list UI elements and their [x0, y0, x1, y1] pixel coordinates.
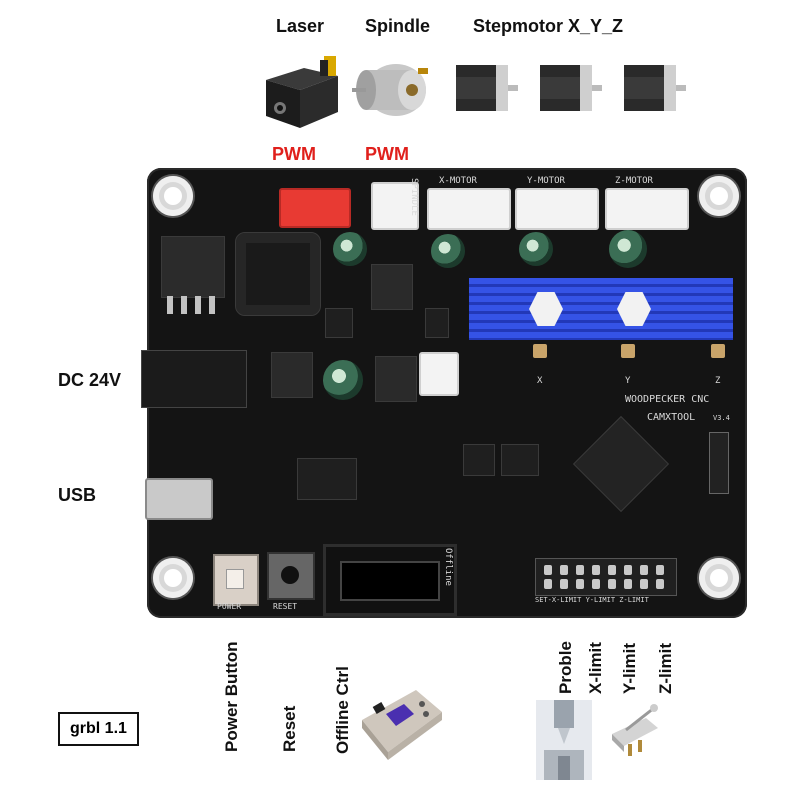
x-limit-label: X-limit [586, 642, 605, 694]
probe-icon [536, 700, 592, 780]
x-motor-connector[interactable] [427, 188, 511, 230]
z-motor-connector[interactable] [605, 188, 689, 230]
spindle-silk: SPINDLE [409, 178, 419, 216]
spindle-motor-icon [352, 64, 428, 116]
ic [501, 444, 539, 476]
trimmer-x[interactable] [533, 344, 547, 358]
mounting-hole [153, 558, 193, 598]
y-motor-connector[interactable] [515, 188, 599, 230]
fan-connector[interactable] [419, 352, 459, 396]
trimmer-y[interactable] [621, 344, 635, 358]
capacitor [323, 360, 363, 400]
pwm-laser-label: PWM [272, 144, 316, 164]
limit-pin-header[interactable] [535, 558, 677, 596]
mounting-hole [153, 176, 193, 216]
capacitor [609, 230, 647, 268]
x-motor-silk: X-MOTOR [439, 176, 477, 186]
offline-ctrl-label: Offline Ctrl [333, 666, 352, 754]
offline-header[interactable] [323, 544, 457, 616]
mosfet [375, 356, 417, 402]
grbl-badge: grbl 1.1 [58, 712, 139, 746]
offline-controller-icon [362, 690, 442, 760]
usb-serial-ic [297, 458, 357, 500]
capacitor [333, 232, 367, 266]
laser-module-icon [266, 56, 338, 128]
right-header[interactable] [709, 432, 729, 494]
axis-z-silk: Z [715, 376, 721, 386]
limit-silk: SET-X-LIMIT Y-LIMIT Z-LIMIT [535, 596, 649, 604]
mosfet [371, 264, 413, 310]
power-silk: POWER [217, 602, 242, 611]
laser-label: Laser [276, 16, 325, 36]
brand-line1: WOODPECKER CNC [625, 394, 710, 405]
y-motor-silk: Y-MOTOR [527, 176, 565, 186]
z-limit-label: Z-limit [656, 643, 675, 694]
regulator-chip [161, 236, 225, 298]
z-motor-silk: Z-MOTOR [615, 176, 653, 186]
stepper-motor-icon [624, 65, 686, 111]
stepper-motor-icon [540, 65, 602, 111]
trimmer-z[interactable] [711, 344, 725, 358]
axis-y-silk: Y [625, 376, 631, 386]
dc-jack[interactable] [141, 350, 247, 408]
reset-silk: RESET [273, 602, 298, 611]
stepper-motor-icon [456, 65, 518, 111]
offline-silk: Offline [443, 548, 453, 586]
controller-board: SPINDLE X-MOTOR Y-MOTOR Z-MOTOR X Y Z WO… [141, 168, 747, 618]
brand-line2: CAMXTOOL [647, 412, 696, 423]
diode [325, 308, 353, 338]
pwm-spindle-label: PWM [365, 144, 409, 164]
spindle-connector[interactable] [371, 182, 419, 230]
reset-button[interactable] [267, 552, 315, 600]
y-limit-label: Y-limit [620, 642, 639, 694]
probe-label: Proble [556, 641, 575, 694]
capacitor [431, 234, 465, 268]
inductor [235, 232, 321, 316]
heatsink [469, 278, 733, 340]
power-button[interactable] [213, 554, 259, 606]
axis-x-silk: X [537, 376, 543, 386]
power-button-label: Power Button [222, 641, 241, 753]
mounting-hole [699, 176, 739, 216]
capacitor [519, 232, 553, 266]
microcontroller [572, 415, 670, 513]
dc-24v-label: DC 24V [58, 370, 122, 390]
usb-port[interactable] [145, 478, 213, 520]
reset-label: Reset [280, 705, 299, 752]
limit-switch-icon [612, 704, 658, 756]
mounting-hole [699, 558, 739, 598]
spindle-label: Spindle [365, 16, 431, 36]
ic [463, 444, 495, 476]
usb-label: USB [58, 485, 97, 505]
diode [425, 308, 449, 338]
laser-connector[interactable] [279, 188, 351, 228]
stepmotor-label: Stepmotor X_Y_Z [473, 16, 624, 36]
mosfet [271, 352, 313, 398]
brand-version: V3.4 [713, 414, 730, 422]
